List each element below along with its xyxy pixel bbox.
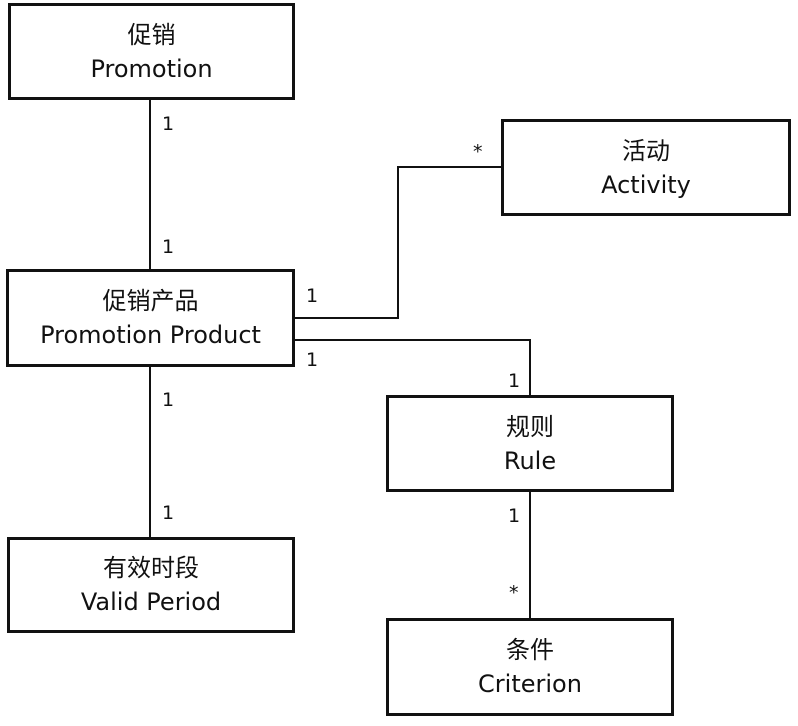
valid-period-en-label: Valid Period [80, 588, 222, 616]
product-side-multiplicity-activity: 1 [306, 285, 319, 307]
period-side-multiplicity: 1 [162, 502, 175, 524]
rule-en-label: Rule [503, 446, 557, 475]
rule-side-multiplicity: 1 [508, 370, 521, 392]
promotion-en-label: Promotion [90, 54, 213, 83]
product-activity-line [294, 166, 502, 319]
product-side-multiplicity-top: 1 [162, 236, 175, 258]
criterion-en-label: Criterion [478, 670, 582, 698]
rule-side-multiplicity-criterion: 1 [508, 505, 521, 527]
promotion-zh-label: 促销 [127, 20, 176, 49]
criterion-class: 条件 Criterion [386, 618, 674, 716]
activity-side-multiplicity: * [473, 141, 483, 163]
activity-zh-label: 活动 [622, 136, 670, 165]
valid-period-class: 有效时段 Valid Period [7, 537, 295, 633]
criterion-side-multiplicity: * [509, 582, 519, 604]
promotion-side-multiplicity: 1 [162, 113, 175, 135]
criterion-zh-label: 条件 [506, 636, 554, 664]
valid-period-zh-label: 有效时段 [103, 554, 199, 582]
product-rule-line [294, 339, 531, 396]
product-side-multiplicity-period: 1 [162, 389, 175, 411]
promotion-product-en-label: Promotion Product [40, 321, 261, 349]
activity-en-label: Activity [601, 170, 691, 199]
promotion-product-zh-label: 促销产品 [102, 287, 199, 315]
activity-class: 活动 Activity [501, 119, 791, 216]
rule-zh-label: 规则 [506, 412, 554, 441]
promotion-product-class: 促销产品 Promotion Product [6, 269, 295, 367]
rule-class: 规则 Rule [386, 395, 674, 492]
promotion-class: 促销 Promotion [8, 3, 295, 100]
product-side-multiplicity-rule: 1 [306, 349, 319, 371]
